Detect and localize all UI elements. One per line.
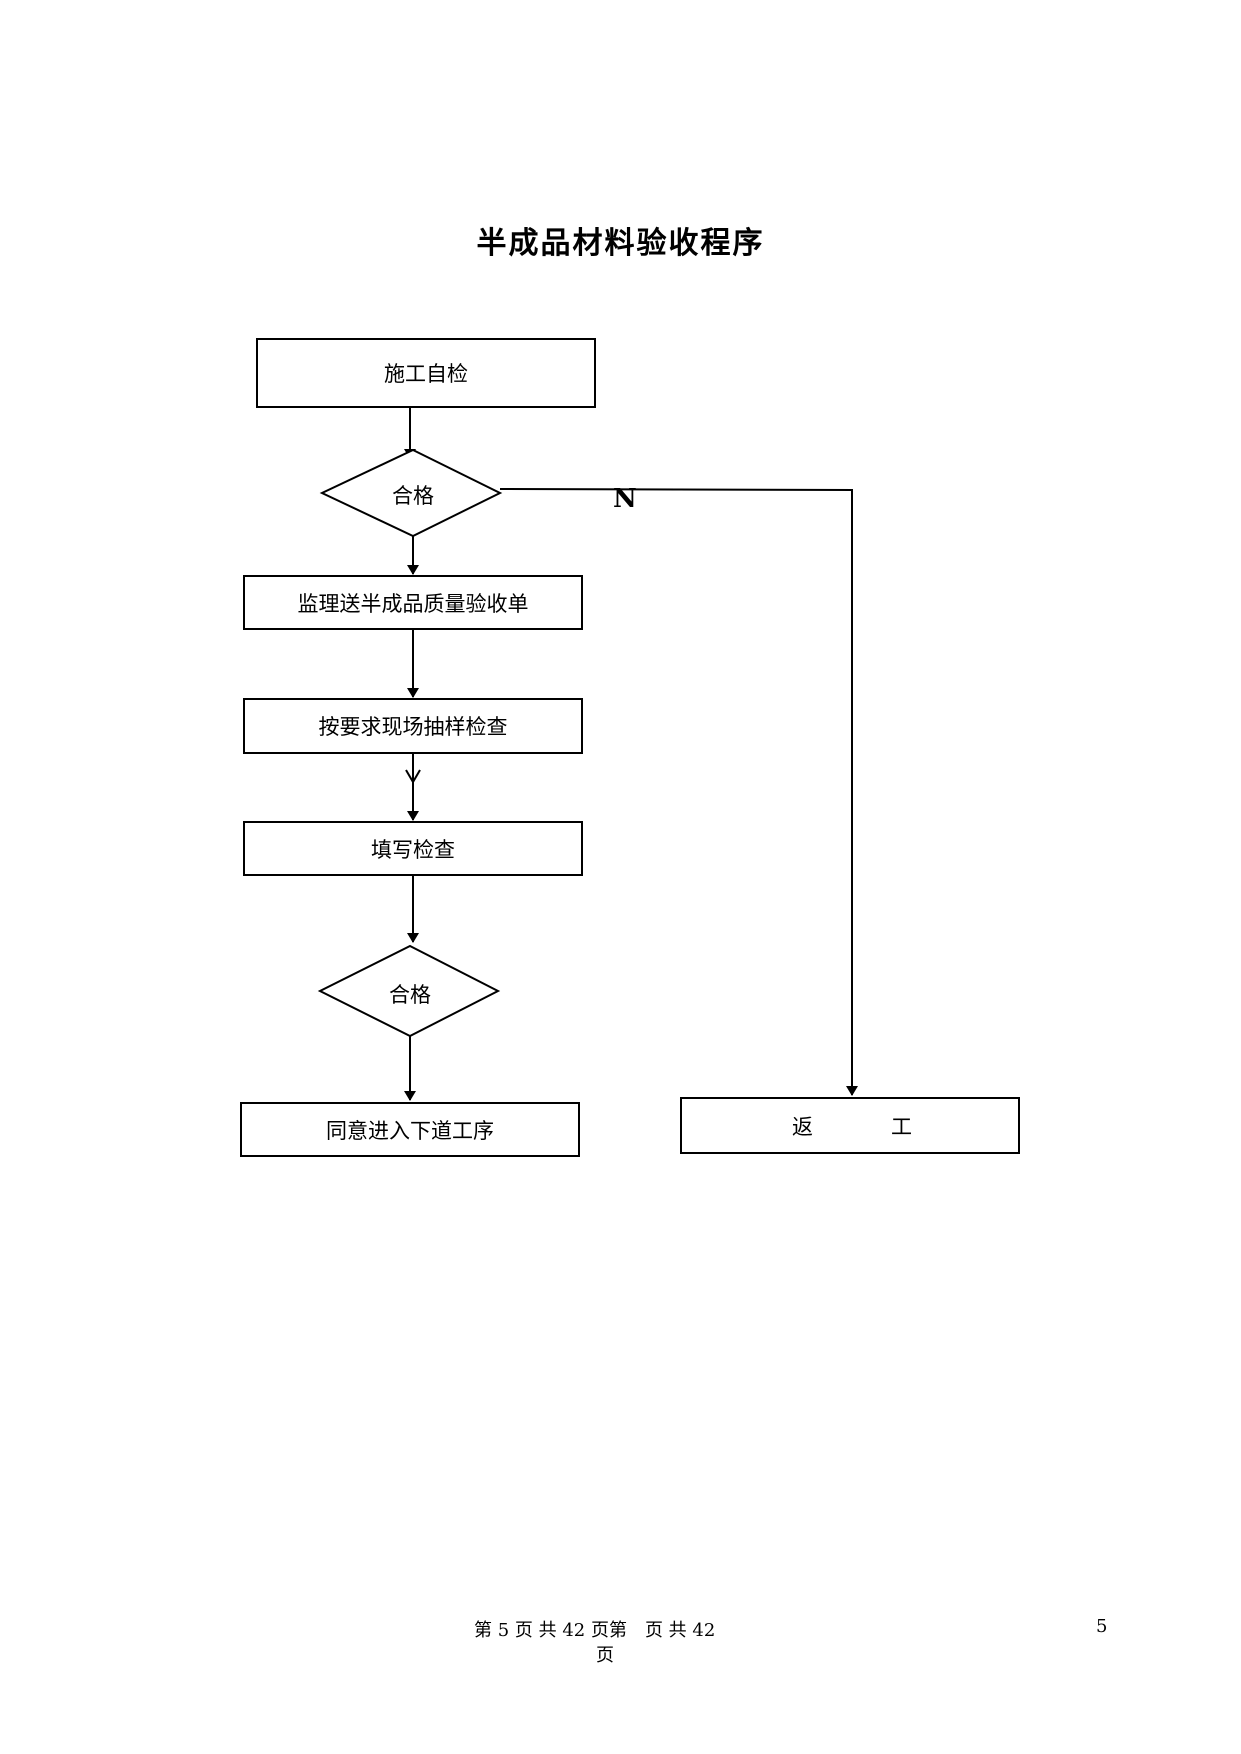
decision1-label: 合格 — [392, 484, 434, 508]
no-label: N — [613, 484, 637, 514]
page-number: 5 — [1096, 1616, 1108, 1637]
fill-check-label: 填写检查 — [371, 837, 455, 862]
self-check-box: 施工自检 — [256, 338, 596, 408]
decision2-label: 合格 — [389, 983, 431, 1007]
supervisor-form-label: 监理送半成品质量验收单 — [297, 591, 529, 616]
supervisor-form-box: 监理送半成品质量验收单 — [243, 575, 583, 630]
rework-box: 返 工 — [680, 1097, 1020, 1154]
page-title: 半成品材料验收程序 — [476, 226, 765, 261]
footer-page-info-wrap: 页 — [596, 1645, 614, 1666]
next-step-label: 同意进入下道工序 — [326, 1118, 494, 1143]
footer-page-info: 第 5 页 共 42 页第 页 共 42 — [474, 1620, 716, 1641]
next-step-box: 同意进入下道工序 — [240, 1102, 580, 1157]
self-check-label: 施工自检 — [384, 362, 468, 386]
sampling-label: 按要求现场抽样检查 — [318, 715, 508, 739]
rework-label-right: 工 — [891, 1114, 912, 1139]
sampling-box: 按要求现场抽样检查 — [243, 698, 583, 754]
fill-check-box: 填写检查 — [243, 821, 583, 876]
no-branch-line — [499, 488, 858, 1096]
rework-label-left: 返 — [792, 1114, 813, 1139]
